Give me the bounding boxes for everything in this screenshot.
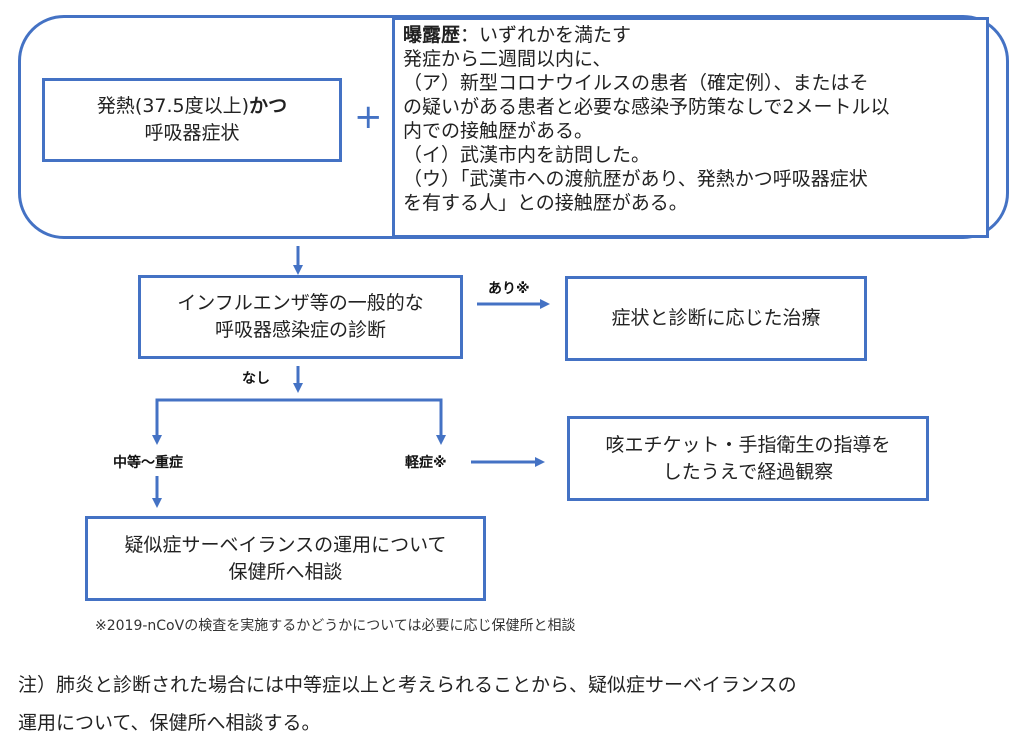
footnote: ※2019-nCoVの検査を実施するかどうかについては必要に応じ保健所と相談: [95, 618, 576, 634]
diagnosis-box: インフルエンザ等の一般的な 呼吸器感染症の診断: [138, 275, 463, 359]
and-bold-text: かつ: [249, 95, 288, 117]
treatment-box: 症状と診断に応じた治療: [565, 276, 867, 361]
exposure-title-bold: 曝露歴: [403, 24, 461, 46]
observation-line1: 咳エチケット・手指衛生の指導を: [605, 433, 891, 456]
exposure-title: 曝露歴：いずれかを満たす: [403, 23, 978, 47]
exposure-line: （ア）新型コロナウイルスの患者（確定例）、またはそ: [403, 72, 869, 94]
fever-box-line1: 発熱(37.5度以上)かつ: [97, 93, 287, 120]
branch-line: [155, 398, 443, 440]
exposure-line: を有する人」との接触歴がある。: [403, 192, 688, 214]
surveillance-box: 疑似症サーベイランスの運用について 保健所へ相談: [85, 516, 486, 601]
diagnosis-line1: インフルエンザ等の一般的な: [177, 292, 424, 314]
surveillance-line2: 保健所へ相談: [228, 560, 343, 583]
note-line1: 注）肺炎と診断された場合には中等症以上と考えられることから、疑似症サーベイランス…: [18, 674, 797, 696]
fever-symptom-box: 発熱(37.5度以上)かつ 呼吸器症状: [42, 78, 342, 162]
exposure-line: （ウ）「武漢市への渡航歴があり、発熱かつ呼吸器症状: [403, 168, 868, 190]
exposure-line: （イ）武漢市内を訪問した。: [403, 144, 651, 166]
exposure-line: の疑いがある患者と必要な感染予防策なしで2メートル以: [403, 96, 890, 118]
fever-condition-text: 発熱(37.5度以上): [96, 95, 250, 117]
label-no: なし: [242, 371, 270, 387]
observation-line2: したうえで経過観察: [662, 460, 834, 483]
exposure-line: 内での接触歴がある。: [403, 120, 594, 142]
note-line2: 運用について、保健所へ相談する。: [18, 712, 321, 734]
observation-box: 咳エチケット・手指衛生の指導を したうえで経過観察: [567, 416, 929, 501]
label-mild: 軽症※: [405, 455, 447, 471]
label-yes: あり※: [488, 281, 530, 297]
exposure-line: 発症から二週間以内に、: [403, 48, 612, 70]
fever-box-line2: 呼吸器症状: [144, 122, 240, 144]
diagnosis-line2: 呼吸器感染症の診断: [214, 319, 386, 341]
surveillance-line1: 疑似症サーベイランスの運用について: [124, 533, 447, 556]
label-moderate-severe: 中等〜重症: [113, 455, 183, 471]
treatment-line1: 症状と診断に応じた治療: [611, 307, 821, 329]
exposure-title-rest: ：いずれかを満たす: [460, 24, 632, 46]
plus-icon: +: [354, 97, 383, 137]
exposure-history-box: 曝露歴：いずれかを満たす 発症から二週間以内に、 （ア）新型コロナウイルスの患者…: [392, 17, 989, 238]
